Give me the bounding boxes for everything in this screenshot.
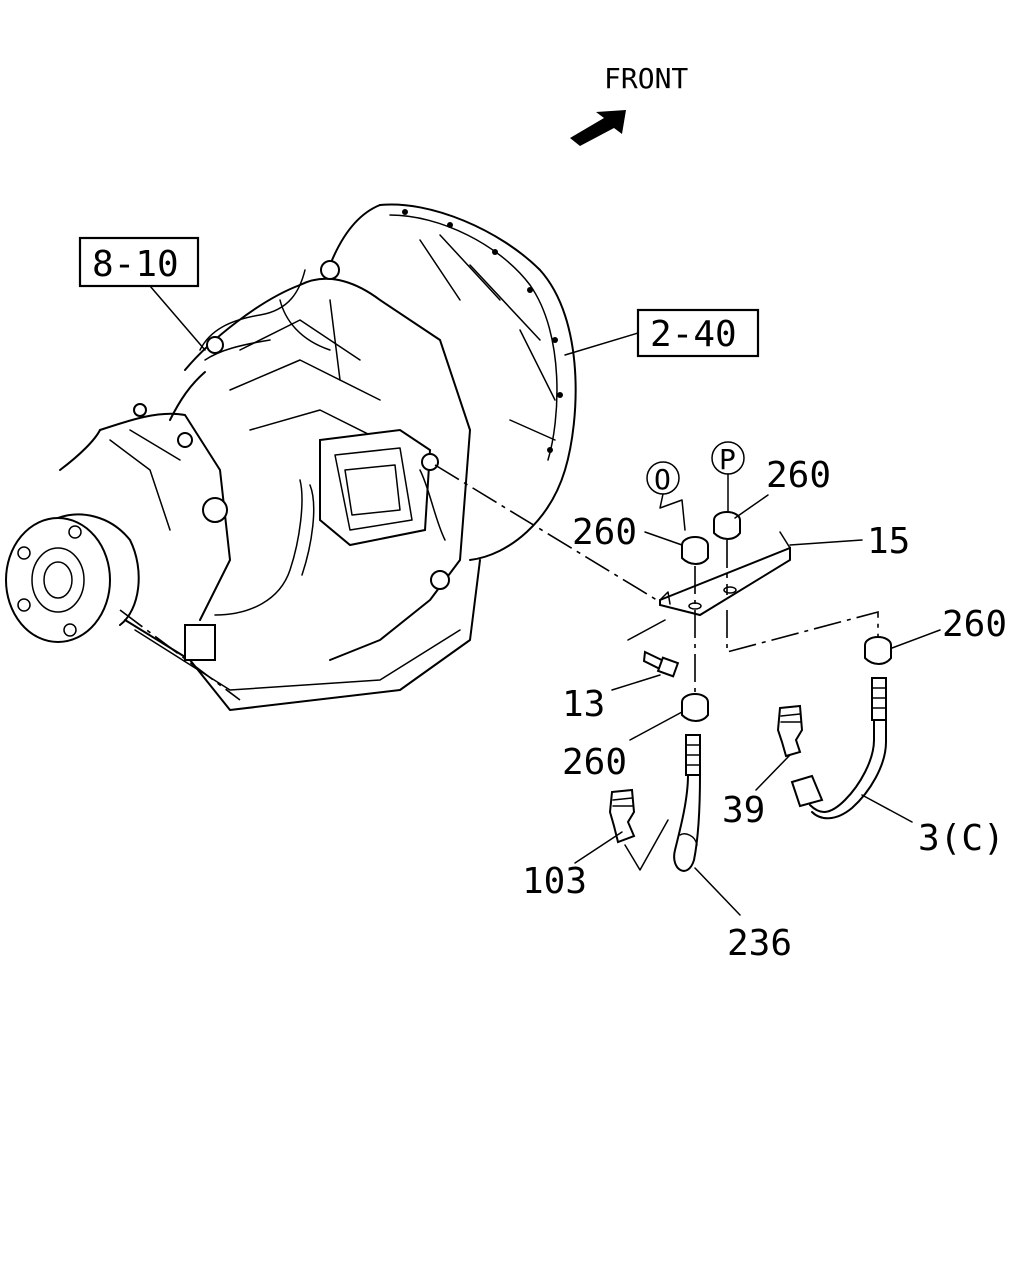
- fitting-39[interactable]: [776, 704, 804, 758]
- ref-box-2-40[interactable]: 2-40: [636, 308, 760, 358]
- leader-39: [755, 754, 791, 791]
- callout-236: 236: [727, 923, 792, 964]
- leader-260-right: [891, 629, 941, 649]
- bolt-13[interactable]: [642, 650, 680, 678]
- front-arrow-icon: [570, 110, 626, 146]
- callout-260-lower: 260: [562, 742, 627, 783]
- nut-260-upper-left[interactable]: [681, 536, 709, 565]
- callout-260-upper-right: 260: [766, 455, 831, 496]
- callout-15: 15: [867, 521, 910, 562]
- leader-3c: [861, 794, 913, 823]
- fitting-103[interactable]: [608, 788, 669, 871]
- ref-box-label-2-40: 2-40: [650, 314, 737, 355]
- leader-260-upper-right: [734, 494, 769, 519]
- callout-39: 39: [722, 790, 765, 831]
- nut-260-upper-right[interactable]: [713, 511, 741, 540]
- marker-o: O: [646, 461, 680, 496]
- front-label: FRONT: [604, 62, 688, 95]
- axis-pipe: [726, 610, 879, 654]
- leader-260-lower: [629, 711, 683, 741]
- leader-236: [694, 867, 741, 916]
- mount-leader: [434, 464, 666, 606]
- nut-260-lower[interactable]: [681, 693, 709, 722]
- nut-260-right[interactable]: [864, 636, 892, 665]
- transmission-assembly-icon: [5, 203, 577, 711]
- ref-box-label-8-10: 8-10: [92, 244, 179, 285]
- callout-3c: 3(C): [918, 818, 1005, 859]
- bracket-15[interactable]: [659, 531, 791, 617]
- bracket-edge: [627, 619, 666, 641]
- ref-box-8-10[interactable]: 8-10: [78, 236, 200, 288]
- svg-text:P: P: [719, 443, 736, 476]
- callout-13: 13: [562, 684, 605, 725]
- callout-103: 103: [522, 861, 587, 902]
- pipe-3c[interactable]: [790, 677, 887, 820]
- leader-103: [574, 831, 623, 864]
- leader-260-upper-left: [644, 531, 683, 546]
- leader-8-10: [149, 285, 206, 351]
- svg-text:O: O: [654, 463, 671, 496]
- marker-o-leader: [659, 493, 686, 531]
- callout-260-right: 260: [942, 604, 1007, 645]
- leader-15: [789, 539, 863, 546]
- marker-p: P: [711, 441, 745, 476]
- callout-260-upper-left: 260: [572, 512, 637, 553]
- pipe-236[interactable]: [673, 734, 701, 872]
- leader-13: [611, 674, 661, 691]
- leader-2-40: [564, 332, 639, 356]
